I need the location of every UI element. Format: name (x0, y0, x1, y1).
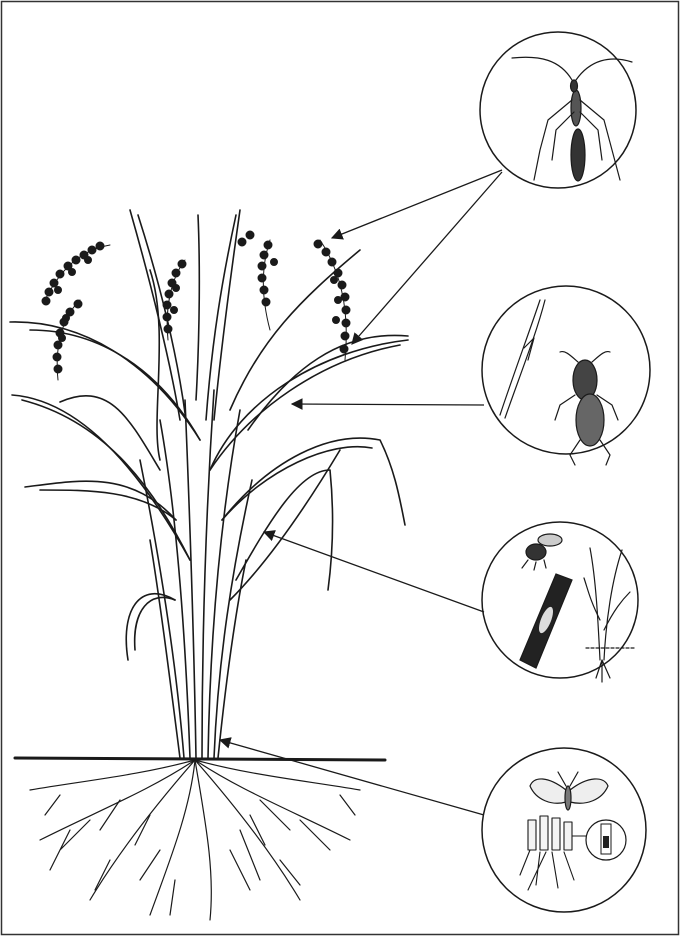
roots (30, 760, 360, 920)
moth-root-inset (482, 748, 646, 912)
panicle-left (42, 242, 110, 305)
panicles (42, 231, 350, 380)
arrow-to-panicle (332, 170, 502, 238)
arrow-to-upper-leaf (292, 404, 484, 405)
ground-line (15, 758, 385, 760)
panicle-center (163, 260, 186, 340)
panicle-center-right (238, 231, 278, 330)
root-borer-detail-icon (586, 820, 626, 860)
rice-plant (10, 210, 408, 920)
panicle-right (314, 240, 350, 360)
leaves (10, 210, 408, 660)
arrow-to-flag-leaf (352, 172, 502, 344)
water-strider-inset (480, 32, 636, 188)
arrow-to-stem-base (220, 740, 484, 815)
panicle-left-low (53, 300, 82, 380)
tiller-stems (140, 390, 252, 758)
mole-cricket-inset (482, 286, 650, 465)
arrow-to-tiller (264, 532, 484, 612)
fly-stem-inset (482, 522, 638, 682)
